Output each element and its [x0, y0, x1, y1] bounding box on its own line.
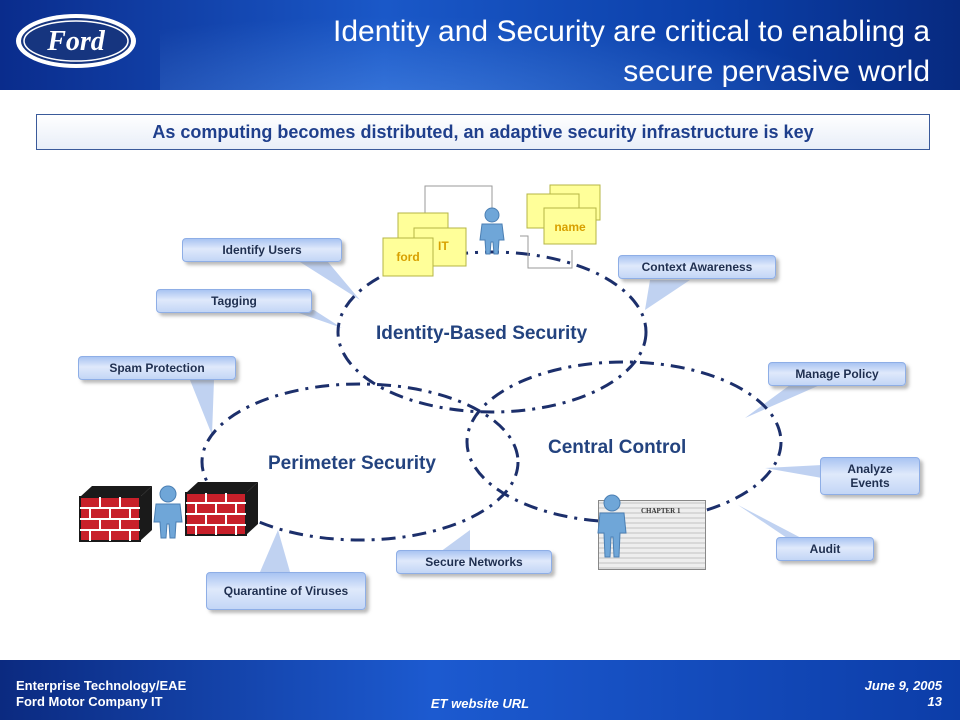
callout-context-awareness: Context Awareness	[618, 255, 776, 279]
perimeter-security-label: Perimeter Security	[268, 453, 436, 474]
analyze-events-line-1: Analyze	[847, 462, 893, 476]
pointer-secure-networks	[440, 530, 470, 552]
pointer-audit	[738, 505, 805, 540]
identity-cards: ford IT name	[382, 184, 601, 277]
footer-bar: Enterprise Technology/EAE Ford Motor Com…	[0, 660, 960, 720]
pointer-context-awareness	[645, 280, 690, 310]
title-line-2: secure pervasive world	[623, 55, 930, 88]
analyze-events-line-2: Events	[850, 476, 890, 490]
pointer-tagging	[290, 310, 342, 328]
logo-text: Ford	[46, 26, 106, 57]
callout-manage-policy: Manage Policy	[768, 362, 906, 386]
footer-date: June 9, 2005	[864, 678, 942, 693]
header-bar: Ford Identity and Security are critical …	[0, 0, 960, 90]
identity-based-security-label: Identity-Based Security	[376, 323, 588, 344]
callout-identify-users: Identify Users	[182, 238, 342, 262]
header-gradient	[160, 0, 960, 90]
card-name-text: name	[554, 220, 586, 234]
security-diagram: ford IT name	[79, 184, 822, 572]
footer-url: ET website URL	[430, 696, 530, 711]
person-icon-perimeter	[153, 485, 183, 539]
pointer-quarantine	[260, 530, 290, 572]
card-it-text: IT	[438, 239, 449, 253]
key-message-banner: As computing becomes distributed, an ada…	[36, 114, 930, 150]
pointer-identify-users	[300, 262, 360, 300]
firewall-left-icon	[79, 486, 152, 542]
person-icon-central	[597, 494, 627, 558]
central-control-label: Central Control	[548, 437, 687, 458]
callout-analyze-events: Analyze Events	[820, 457, 920, 495]
book-heading: CHAPTER 1	[641, 507, 681, 515]
footer-org-line-2: Ford Motor Company IT	[16, 694, 163, 709]
footer-org: Enterprise Technology/EAE Ford Motor Com…	[16, 678, 186, 710]
pointer-spam-protection	[190, 380, 214, 435]
ring-identity	[336, 250, 648, 414]
footer-date-page: June 9, 2005 13	[865, 678, 942, 710]
page-title: Identity and Security are critical to en…	[210, 12, 930, 92]
title-line-1: Identity and Security are critical to en…	[333, 15, 930, 48]
person-icon-identity	[479, 207, 505, 255]
ford-logo: Ford	[16, 14, 136, 68]
identity-connectors	[424, 185, 573, 269]
card-ford-text: ford	[396, 250, 419, 264]
footer-page-number: 13	[927, 694, 942, 709]
callout-spam-protection: Spam Protection	[78, 356, 236, 380]
pointer-manage-policy	[745, 385, 820, 418]
firewall-right-icon	[185, 482, 258, 536]
callout-audit: Audit	[776, 537, 874, 561]
footer-org-line-1: Enterprise Technology/EAE	[16, 678, 187, 693]
pointer-analyze-events	[765, 465, 822, 478]
callout-secure-networks: Secure Networks	[396, 550, 552, 574]
ring-perimeter	[200, 382, 520, 542]
callout-tagging: Tagging	[156, 289, 312, 313]
callout-pointers	[190, 262, 822, 572]
callout-quarantine-viruses: Quarantine of Viruses	[206, 572, 366, 610]
